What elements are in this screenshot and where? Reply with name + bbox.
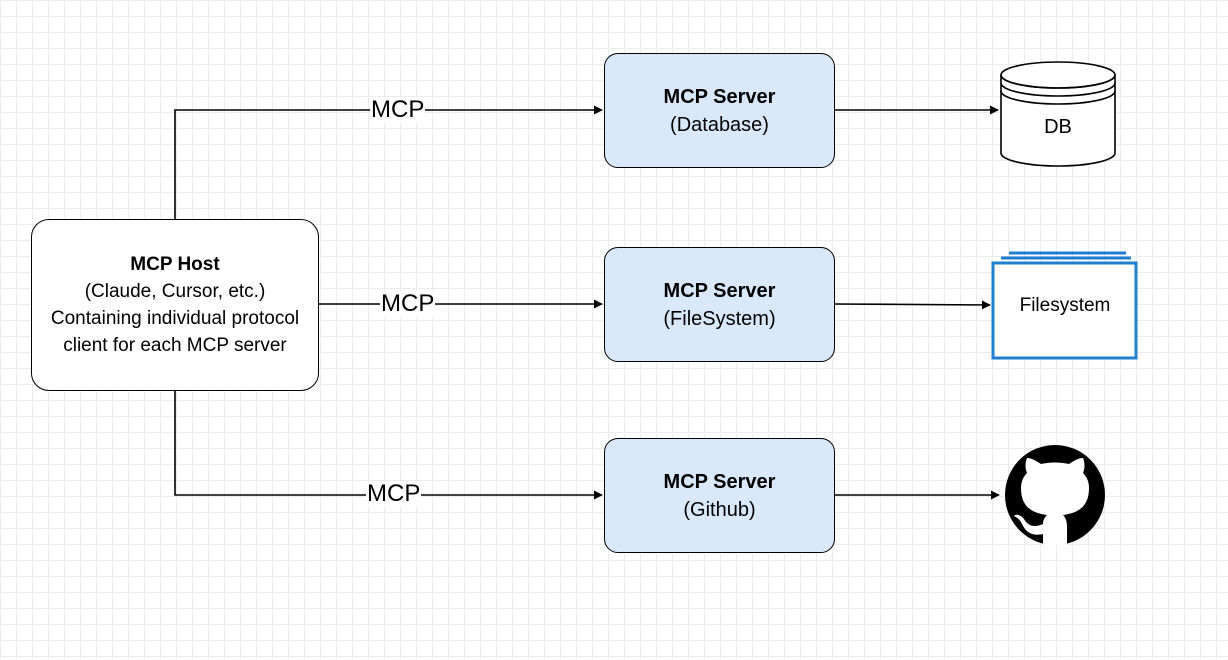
mcp-server-github-box[interactable]: MCP Server (Github) — [604, 438, 835, 553]
edge-label-mcp-database: MCP — [370, 96, 426, 123]
host-subtitle: (Claude, Cursor, etc.) — [84, 281, 266, 302]
filesystem-stack-icon — [991, 251, 1138, 360]
server-subtitle: (FileSystem) — [663, 307, 776, 330]
host-title: MCP Host — [130, 254, 220, 275]
mcp-server-database-box[interactable]: MCP Server (Database) — [604, 53, 835, 168]
github-icon — [1005, 445, 1105, 545]
filesystem-label: Filesystem — [1019, 295, 1111, 316]
server-subtitle: (Github) — [683, 498, 756, 521]
db-label: DB — [1044, 116, 1072, 138]
host-description-line2: client for each MCP server — [63, 335, 287, 356]
host-description-line1: Containing individual protocol — [50, 308, 300, 329]
server-title: MCP Server — [663, 279, 776, 302]
server-title: MCP Server — [663, 85, 776, 108]
server-title: MCP Server — [663, 470, 776, 493]
edge-label-mcp-filesystem: MCP — [380, 290, 436, 317]
server-subtitle: (Database) — [670, 113, 769, 136]
database-cylinder-icon — [1000, 61, 1116, 167]
mcp-host-box[interactable]: MCP Host (Claude, Cursor, etc.) Containi… — [31, 219, 319, 391]
mcp-server-filesystem-box[interactable]: MCP Server (FileSystem) — [604, 247, 835, 362]
connector-host-to-database-server — [174, 105, 603, 219]
connector-filesystem-server-to-filesystem — [834, 300, 991, 310]
connector-host-to-github-server — [174, 391, 603, 500]
edge-label-mcp-github: MCP — [366, 480, 422, 507]
